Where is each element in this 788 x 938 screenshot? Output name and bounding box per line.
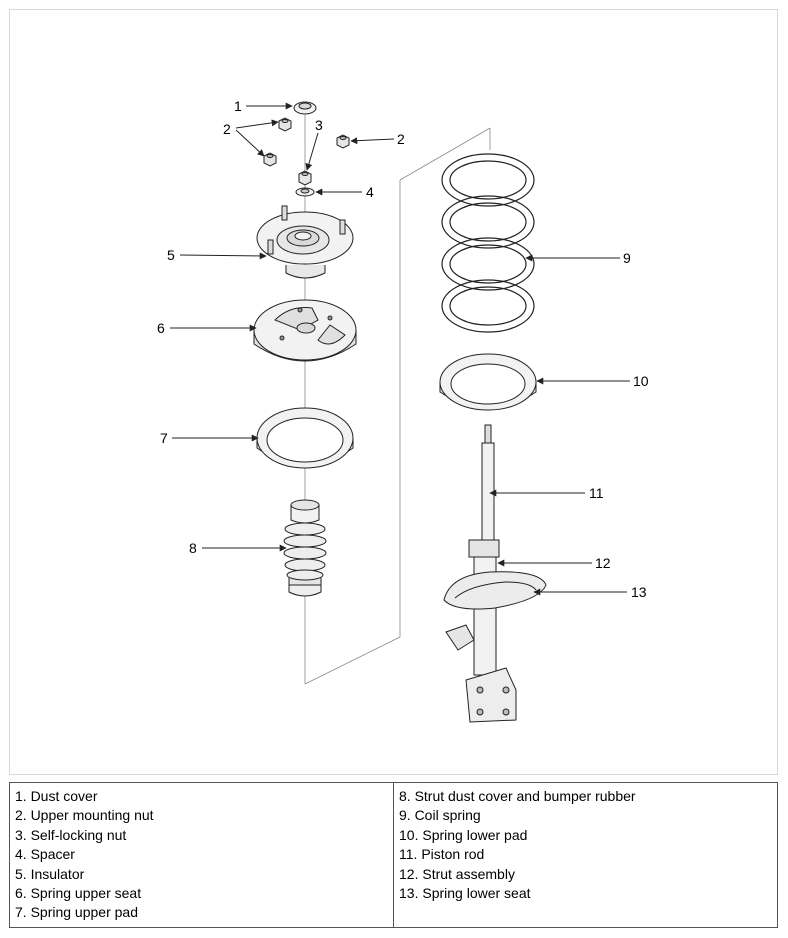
callout-10: 10 <box>633 373 649 389</box>
callout-1: 1 <box>234 98 242 114</box>
legend-item: 5. Insulator <box>15 865 85 882</box>
strut-assembly <box>445 539 517 723</box>
spring-upper-pad <box>256 407 354 469</box>
callout-2-left: 2 <box>223 121 231 137</box>
callout-11: 11 <box>589 485 604 501</box>
parts-legend: 1. Dust cover 2. Upper mounting nut 3. S… <box>9 782 778 928</box>
legend-item: 2. Upper mounting nut <box>15 807 154 824</box>
callout-7: 7 <box>160 430 168 446</box>
legend-item: 1. Dust cover <box>15 788 98 804</box>
legend-item: 7. Spring upper pad <box>15 904 138 921</box>
legend-item: 8. Strut dust cover and bumper rubber <box>399 788 636 804</box>
spacer <box>295 187 315 197</box>
callout-8: 8 <box>189 540 197 556</box>
diagram-frame <box>9 9 778 775</box>
spring-upper-seat <box>253 299 357 362</box>
legend-item: 4. Spacer <box>15 846 75 863</box>
legend-item: 6. Spring upper seat <box>15 885 142 902</box>
legend-item: 9. Coil spring <box>399 807 481 824</box>
legend-item: 13. Spring lower seat <box>399 885 531 902</box>
leader-lines <box>170 102 630 596</box>
legend-item: 12. Strut assembly <box>399 865 515 882</box>
callout-4: 4 <box>366 184 374 200</box>
spring-lower-pad <box>439 353 537 411</box>
legend-column-left: 1. Dust cover 2. Upper mounting nut 3. S… <box>9 782 394 928</box>
strut-exploded-diagram: 1 2 3 2 4 5 6 7 8 9 10 11 12 13 <box>157 98 649 723</box>
legend-item: 3. Self-locking nut <box>15 826 127 843</box>
upper-mounting-nut-left-bottom <box>263 152 277 167</box>
callout-13: 13 <box>631 584 647 600</box>
callout-2-right: 2 <box>397 131 405 147</box>
strut-dust-cover-bumper <box>283 499 327 597</box>
legend-item: 10. Spring lower pad <box>399 826 528 843</box>
upper-mounting-nut-right <box>336 134 350 149</box>
callout-12: 12 <box>595 555 611 571</box>
legend-column-right: 8. Strut dust cover and bumper rubber 9.… <box>393 782 778 928</box>
upper-mounting-nut-left-top <box>278 117 292 132</box>
callout-5: 5 <box>167 247 175 263</box>
spring-lower-seat <box>443 571 547 610</box>
callout-3: 3 <box>315 117 323 133</box>
coil-spring <box>441 153 535 333</box>
self-locking-nut <box>298 170 312 186</box>
callout-labels: 1 2 3 2 4 5 6 7 8 9 10 11 12 13 <box>157 98 649 600</box>
callout-6: 6 <box>157 320 165 336</box>
legend-item: 11. Piston rod <box>399 846 485 863</box>
dust-cover <box>293 101 317 115</box>
insulator <box>256 205 354 279</box>
callout-9: 9 <box>623 250 631 266</box>
piston-rod <box>481 424 495 544</box>
